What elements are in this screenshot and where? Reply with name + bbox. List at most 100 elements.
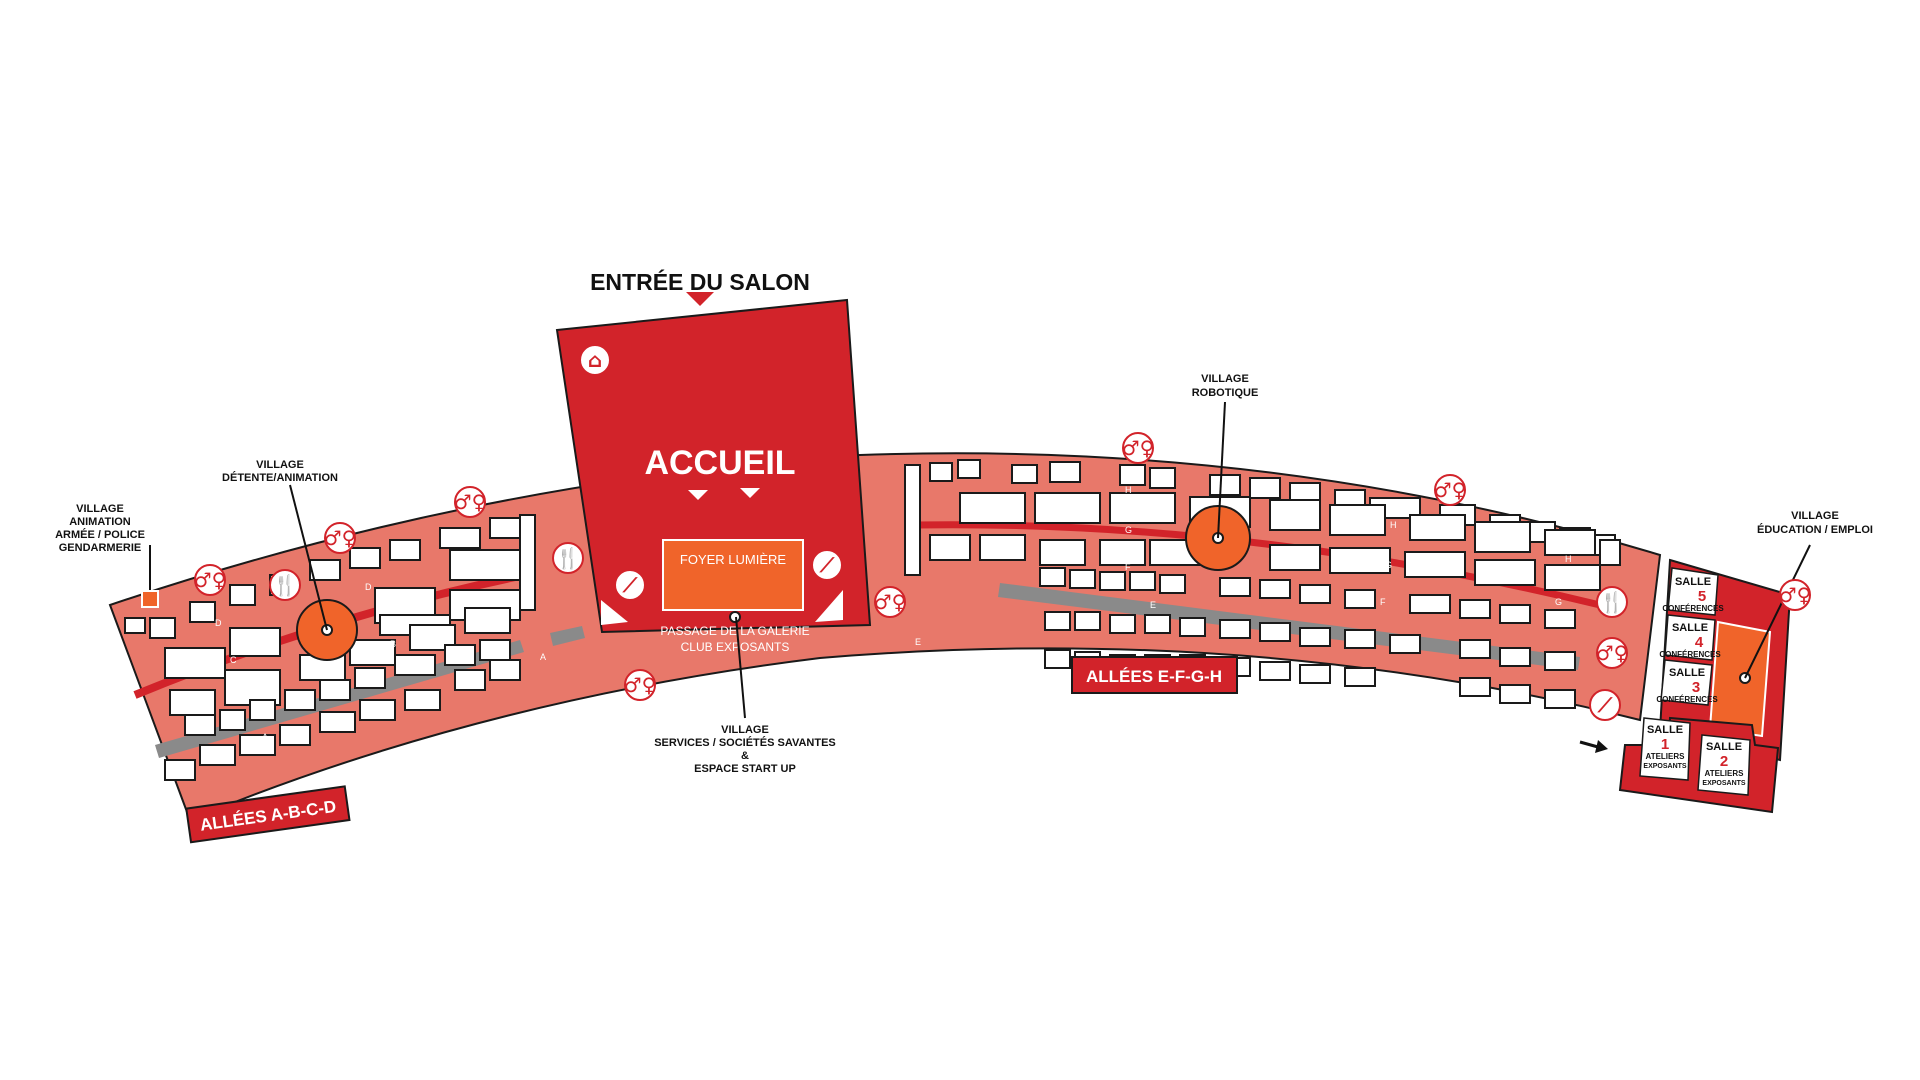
svg-text:GENDARMERIE: GENDARMERIE [59,542,142,554]
restroom-icon: ♂♀ [1122,432,1155,464]
aisle-letter: A [540,652,546,662]
salle-5-word: SALLE [1675,576,1711,588]
salle-1: SALLE 1 ATELIERS EXPOSANTS [1639,717,1691,781]
accueil-block: ACCUEIL FOYER LUMIÈRE [555,298,872,634]
svg-text:&: & [741,750,749,762]
passage-label-line2: CLUB EXPOSANTS [681,640,790,654]
svg-text:♂♀: ♂♀ [324,526,357,550]
arrow-right-icon [1579,740,1608,753]
svg-text:♂♀: ♂♀ [874,590,907,614]
salle-4-word: SALLE [1672,622,1708,634]
entrance-arrow-icon [686,292,714,306]
salle-5: SALLE 5 CONFÉRENCES [1662,567,1724,616]
aisle-letter: H [1565,554,1572,564]
salle-4: SALLE 4 CONFÉRENCES [1659,614,1721,661]
aisle-letter: C [230,655,237,665]
restaurant-icon: 🍴 [1596,586,1628,618]
aisle-letter: E [915,637,921,647]
salle-4-number: 4 [1695,634,1704,651]
svg-text:ROBOTIQUE: ROBOTIQUE [1192,387,1259,399]
aisle-letter: G [1385,560,1392,570]
svg-text:VILLAGE: VILLAGE [1201,373,1249,385]
svg-text:♂♀: ♂♀ [1434,478,1467,502]
svg-text:⟋: ⟋ [1597,693,1613,717]
escalator-icon: ⟋ [614,569,646,601]
salle-1-caption1: ATELIERS [1646,752,1686,761]
aisle-letter: G [910,517,917,527]
svg-text:VILLAGE: VILLAGE [1791,510,1839,522]
svg-text:⟋: ⟋ [622,573,638,597]
svg-text:DÉTENTE/ANIMATION: DÉTENTE/ANIMATION [222,471,338,484]
aisle-letter: A [262,732,268,742]
aisle-letter: B [390,639,396,649]
restaurant-icon: 🍴 [269,569,301,601]
village-animation-label: VILLAGE ANIMATION ARMÉE / POLICE GENDARM… [55,503,145,554]
aisle-letter: E [1150,600,1156,610]
restroom-icon: ♂♀ [324,522,357,554]
salle-2: SALLE 2 ATELIERS EXPOSANTS [1697,734,1751,796]
svg-text:⟋: ⟋ [819,553,835,577]
cloakroom-icon: ⌂ [579,344,611,376]
aisle-letter: C [380,604,387,614]
svg-text:♂♀: ♂♀ [1596,641,1629,665]
aisle-letters: D C B A D C B A H G F E H G F E H G F E … [215,480,1572,742]
svg-text:♂♀: ♂♀ [454,490,487,514]
aisle-tag-right-label: ALLÉES E-F-G-H [1086,667,1222,686]
escalator-icon: ⟋ [1589,689,1621,721]
salle-3-caption: CONFÉRENCES [1656,695,1718,704]
svg-text:🍴: 🍴 [1600,590,1625,614]
aisle-letter: H [1125,485,1132,495]
salle-1-number: 1 [1661,736,1669,753]
salle-3-number: 3 [1692,679,1700,696]
village-education-label: VILLAGE ÉDUCATION / EMPLOI [1757,510,1873,536]
foyer-lumiere-label: FOYER LUMIÈRE [680,552,787,567]
salle-2-caption1: ATELIERS [1705,769,1745,778]
village-services-label: VILLAGE SERVICES / SOCIÉTÉS SAVANTES & E… [654,724,836,775]
leader-lines [149,401,1811,719]
salle-5-caption: CONFÉRENCES [1662,604,1724,613]
svg-text:♂♀: ♂♀ [1122,436,1155,460]
aisle-tag-left: ALLÉES A-B-C-D [185,785,351,844]
salle-1-word: SALLE [1647,724,1683,736]
aisle-letter: G [1555,597,1562,607]
salle-2-number: 2 [1720,753,1728,770]
aisle-tag-right: ALLÉES E-F-G-H [1071,656,1238,694]
restroom-icon: ♂♀ [1434,474,1467,506]
restroom-icon: ♂♀ [874,586,907,618]
passage-label-line1: PASSAGE DE LA GALERIE [660,624,809,638]
arrow-down-icon [740,488,760,498]
entrance-title: ENTRÉE DU SALON [590,268,810,295]
restroom-icon: ♂♀ [1779,579,1812,611]
restroom-icon: ♂♀ [454,486,487,518]
village-detente-label: VILLAGE DÉTENTE/ANIMATION [222,459,338,484]
village-robotique-label: VILLAGE ROBOTIQUE [1192,373,1259,399]
aisle-letter: D [215,618,222,628]
escalator-icon: ⟋ [811,549,843,581]
salle-2-caption2: EXPOSANTS [1702,780,1746,787]
svg-text:VILLAGE: VILLAGE [256,459,304,471]
aisle-letter: F [1125,562,1131,572]
aisle-letter: F [1380,597,1386,607]
salle-3-word: SALLE [1669,667,1705,679]
svg-text:🍴: 🍴 [273,573,298,597]
aisle-letter: D [365,582,372,592]
aisle-letter: G [1125,525,1132,535]
svg-text:SERVICES / SOCIÉTÉS SAVANTES: SERVICES / SOCIÉTÉS SAVANTES [654,736,836,749]
restaurant-icon: 🍴 [552,542,584,574]
svg-text:♂♀: ♂♀ [194,568,227,592]
restroom-icon: ♂♀ [624,669,657,701]
facility-icons: ♂♀ 🍴 ♂♀ ♂♀ 🍴 ⌂ ⟋ ⟋ ♂♀ ♂♀ ♂♀ ♂♀ 🍴 ♂♀ ⟋ ♂♀ [194,344,1812,721]
aisle-letter: B [245,685,251,695]
svg-text:ÉDUCATION / EMPLOI: ÉDUCATION / EMPLOI [1757,523,1873,536]
salle-5-number: 5 [1698,588,1706,605]
svg-text:♂♀: ♂♀ [1779,583,1812,607]
svg-text:♂♀: ♂♀ [624,673,657,697]
restroom-icon: ♂♀ [194,564,227,596]
salle-2-word: SALLE [1706,741,1742,753]
svg-text:⌂: ⌂ [588,348,602,372]
aisle-letter: H [910,480,917,490]
svg-text:ARMÉE / POLICE: ARMÉE / POLICE [55,528,145,541]
svg-text:🍴: 🍴 [556,546,581,570]
accueil-title: ACCUEIL [644,444,795,482]
